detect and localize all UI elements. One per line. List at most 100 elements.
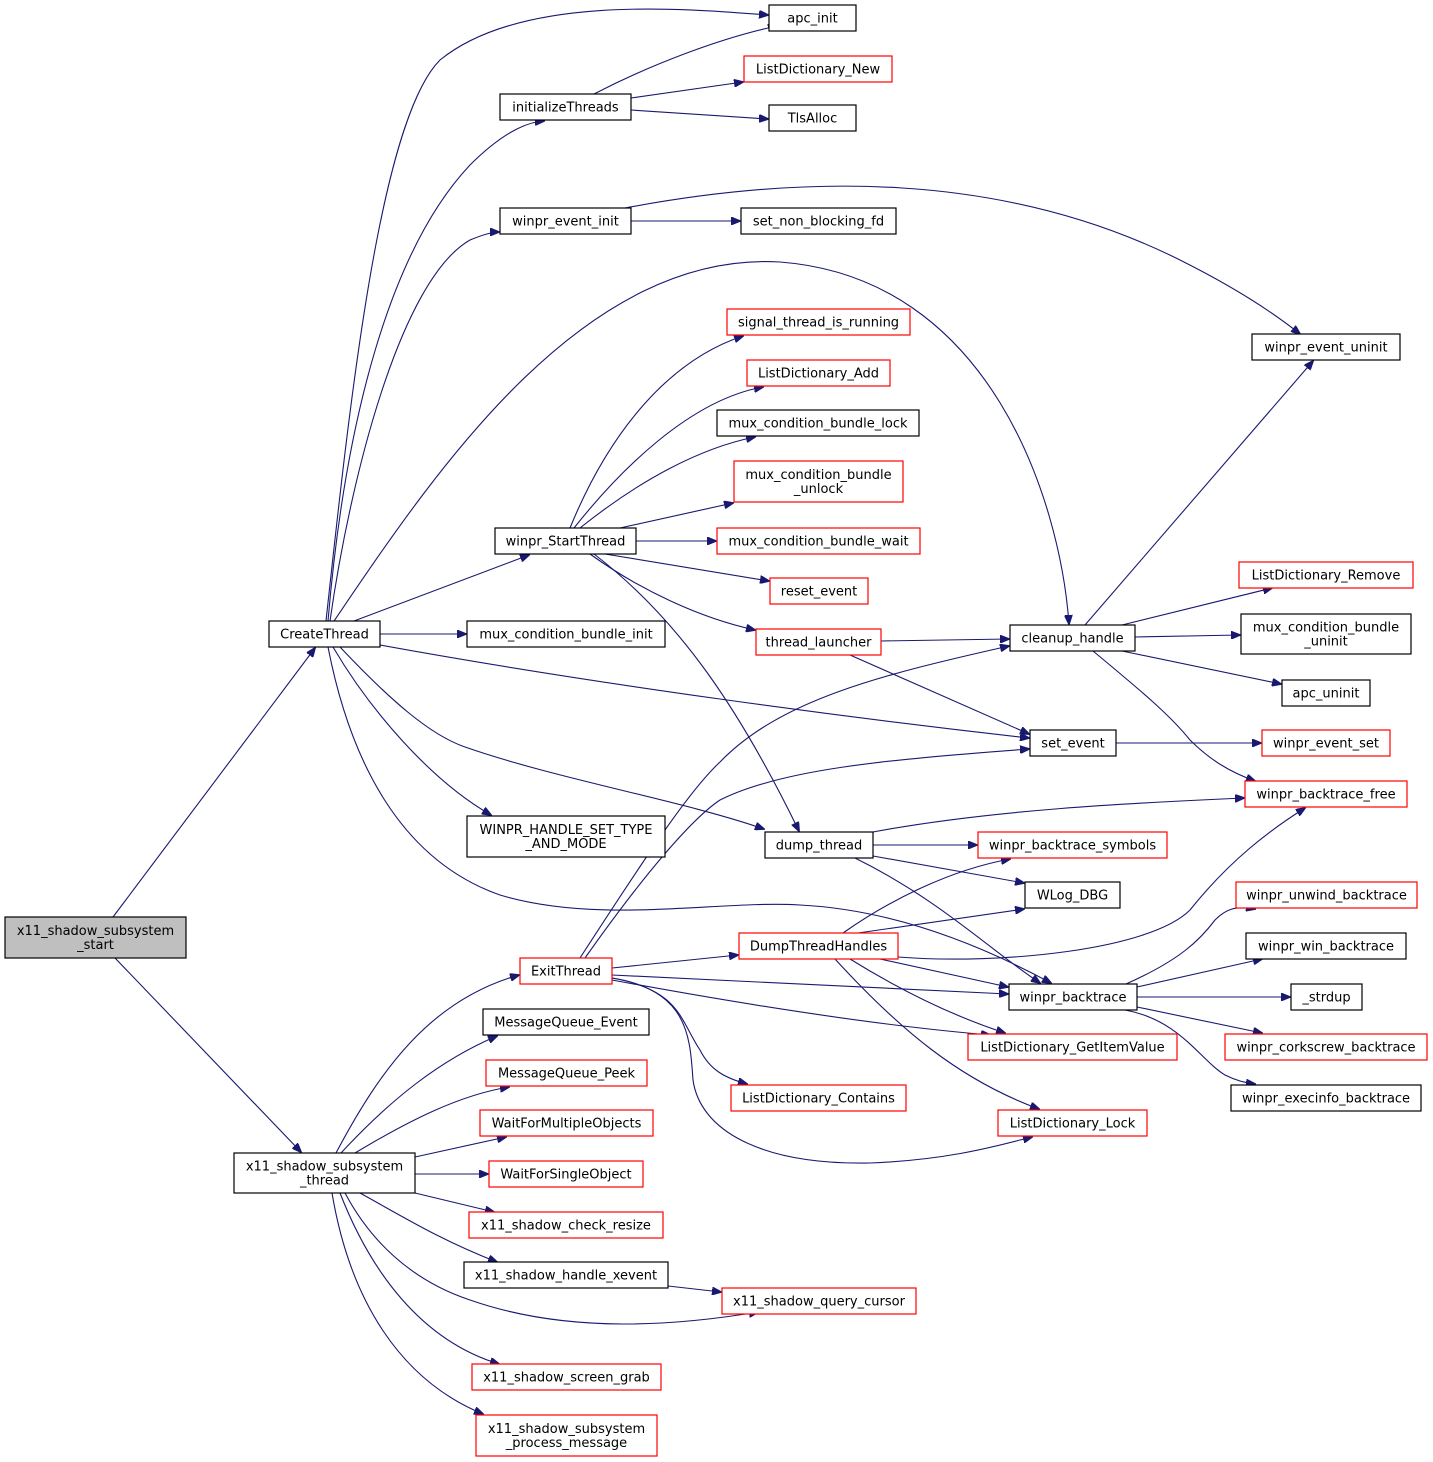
node-label: winpr_backtrace_symbols [989,839,1156,854]
node-WaitForMultipleObjects[interactable]: WaitForMultipleObjects [479,1109,654,1137]
node-reset_event[interactable]: reset_event [769,577,869,605]
edge-CreateThread-to-dump_thread [339,646,764,829]
node-box [740,207,897,235]
node-winpr_backtrace_symbols[interactable]: winpr_backtrace_symbols [977,831,1168,859]
edge-winpr_StartThread-to-ListDictionary_Add [573,387,763,529]
node-dump_thread[interactable]: dump_thread [764,831,874,859]
edge-CreateThread-to-apc_init [325,8,768,622]
edge-DumpThreadHandles-to-winpr_backtrace_symbols [842,859,1010,934]
node-cleanup_handle[interactable]: cleanup_handle [1009,624,1136,652]
edges-layer [112,8,1313,1414]
node-ListDictionary_Remove[interactable]: ListDictionary_Remove [1238,561,1414,589]
node-x11_shadow_subsystem_start[interactable]: x11_shadow_subsystem_start [4,916,187,959]
node-x11_shadow_query_cursor[interactable]: x11_shadow_query_cursor [721,1287,917,1315]
node-mux_condition_bundle_wait[interactable]: mux_condition_bundle_wait [716,527,921,555]
edge-x11_shadow_subsystem_thread-to-x11_shadow_subsystem_process_message [331,1192,483,1414]
edge-thread_launcher-to-cleanup_handle [880,639,1009,641]
node-x11_shadow_handle_xevent[interactable]: x11_shadow_handle_xevent [463,1261,669,1289]
node-CreateThread[interactable]: CreateThread [268,620,381,648]
edge-dump_thread-to-WLog_DBG [872,855,1024,883]
node-label: mux_condition_bundle_lock [728,417,908,432]
node-TlsAlloc[interactable]: TlsAlloc [768,104,857,132]
node-winpr_event_set[interactable]: winpr_event_set [1261,729,1391,757]
node-ExitThread[interactable]: ExitThread [519,957,613,985]
node-ListDictionary_New[interactable]: ListDictionary_New [743,55,893,83]
node-winpr_event_init[interactable]: winpr_event_init [499,207,632,235]
node-label: mux_condition_bundle [745,468,891,483]
node-label: winpr_event_set [1273,737,1379,752]
node-mux_condition_bundle_unlock[interactable]: mux_condition_bundle_unlock [733,460,904,503]
node-MessageQueue_Peek[interactable]: MessageQueue_Peek [485,1059,648,1087]
node-WaitForSingleObject[interactable]: WaitForSingleObject [488,1160,644,1188]
node-label: ListDictionary_Lock [1010,1117,1136,1132]
node-box [471,1363,662,1391]
edge-winpr_StartThread-to-mux_condition_bundle_lock [579,437,755,529]
node-label: mux_condition_bundle [1253,621,1399,636]
node-set_event[interactable]: set_event [1029,729,1117,757]
edge-ExitThread-to-set_event [584,749,1029,959]
node-ListDictionary_Lock[interactable]: ListDictionary_Lock [997,1109,1148,1137]
node-initializeThreads[interactable]: initializeThreads [499,93,632,121]
node-mux_condition_bundle_lock[interactable]: mux_condition_bundle_lock [716,409,920,437]
edge-CreateThread-to-set_event [379,644,1029,738]
node-box [468,1211,664,1239]
edge-dump_thread-to-winpr_backtrace_free [872,798,1244,833]
node-box [233,1152,416,1194]
node-label: _AND_MODE [524,837,606,852]
node-apc_uninit[interactable]: apc_uninit [1281,679,1371,707]
node-label: WINPR_HANDLE_SET_TYPE [480,823,653,838]
node-winpr_execinfo_backtrace[interactable]: winpr_execinfo_backtrace [1230,1084,1422,1112]
node-label: _start [76,938,114,953]
node-label: x11_shadow_subsystem [488,1422,645,1437]
node-box [1251,333,1401,361]
node-WLog_DBG[interactable]: WLog_DBG [1024,881,1121,909]
node-mux_condition_bundle_init[interactable]: mux_condition_bundle_init [466,620,666,648]
node-winpr_unwind_backtrace[interactable]: winpr_unwind_backtrace [1235,881,1418,909]
node-label: thread_launcher [766,636,873,651]
edge-winpr_StartThread-to-reset_event [604,553,769,581]
node-box [1224,1033,1428,1061]
edge-winpr_backtrace-to-winpr_unwind_backtrace [1125,908,1255,985]
node-box [479,1109,654,1137]
node-x11_shadow_screen_grab[interactable]: x11_shadow_screen_grab [471,1363,662,1391]
node-winpr_corkscrew_backtrace[interactable]: winpr_corkscrew_backtrace [1224,1033,1428,1061]
edge-x11_shadow_subsystem_thread-to-MessageQueue_Peek [354,1087,509,1154]
node-label: winpr_event_uninit [1264,341,1387,356]
edge-winpr_StartThread-to-signal_thread_is_running [569,336,743,529]
edge-ExitThread-to-ListDictionary_Lock [611,977,1032,1164]
node-ListDictionary_Add[interactable]: ListDictionary_Add [746,359,891,387]
node-label: x11_shadow_screen_grab [483,1371,650,1386]
node-signal_thread_is_running[interactable]: signal_thread_is_running [726,308,911,336]
node-winpr_backtrace[interactable]: winpr_backtrace [1008,983,1138,1011]
edge-x11_shadow_subsystem_thread-to-WaitForMultipleObjects [414,1137,506,1158]
node-DumpThreadHandles[interactable]: DumpThreadHandles [738,932,899,960]
node-x11_shadow_check_resize[interactable]: x11_shadow_check_resize [468,1211,664,1239]
node-_strdup[interactable]: _strdup [1290,983,1363,1011]
node-box [519,957,613,985]
node-label: dump_thread [776,839,863,854]
node-x11_shadow_subsystem_thread[interactable]: x11_shadow_subsystem_thread [233,1152,416,1194]
node-thread_launcher[interactable]: thread_launcher [755,628,882,656]
node-set_non_blocking_fd[interactable]: set_non_blocking_fd [740,207,897,235]
node-ListDictionary_Contains[interactable]: ListDictionary_Contains [730,1084,907,1112]
node-box [1235,881,1418,909]
edge-dump_thread-to-winpr_backtrace [854,857,1040,983]
node-MessageQueue_Event[interactable]: MessageQueue_Event [482,1008,650,1036]
node-ListDictionary_GetItemValue[interactable]: ListDictionary_GetItemValue [967,1033,1178,1061]
node-apc_init[interactable]: apc_init [768,4,857,32]
node-box [466,620,666,648]
node-winpr_backtrace_free[interactable]: winpr_backtrace_free [1244,780,1408,808]
edge-DumpThreadHandles-to-winpr_backtrace_free [897,808,1305,960]
node-label: apc_init [787,12,837,27]
node-box [499,93,632,121]
node-box [967,1033,1178,1061]
node-winpr_StartThread[interactable]: winpr_StartThread [494,527,637,555]
node-WINPR_HANDLE_SET_TYPE_AND_MODE[interactable]: WINPR_HANDLE_SET_TYPE_AND_MODE [466,815,666,858]
node-x11_shadow_subsystem_process_message[interactable]: x11_shadow_subsystem_process_message [475,1414,658,1457]
node-label: apc_uninit [1293,687,1360,702]
node-winpr_win_backtrace[interactable]: winpr_win_backtrace [1245,932,1407,960]
edge-winpr_StartThread-to-dump_thread [593,553,799,831]
node-mux_condition_bundle_uninit[interactable]: mux_condition_bundle_uninit [1240,613,1412,655]
node-label: signal_thread_is_running [738,316,899,331]
node-winpr_event_uninit[interactable]: winpr_event_uninit [1251,333,1401,361]
